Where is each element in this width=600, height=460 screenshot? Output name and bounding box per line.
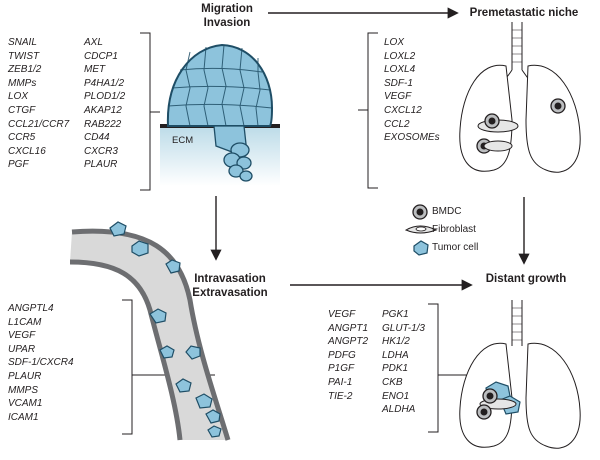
gene-label: P1GF <box>328 363 355 375</box>
distant-growth-cells <box>476 381 521 420</box>
migration-genes-col1: SNAIL TWIST ZEB1/2 MMPs LOX CTGF CCL21/C… <box>8 36 69 172</box>
gene-label: CKB <box>382 376 403 388</box>
intravasation-genes: ANGPTL4 L1CAM VEGF UPAR SDF-1/CXCR4 PLAU… <box>8 302 74 424</box>
gene-label: VEGF <box>328 309 356 320</box>
gene-label: CXCL16 <box>8 145 46 157</box>
gene-label: TIE-2 <box>328 390 353 402</box>
tumor-cell-icon <box>413 240 429 256</box>
blood-vessel <box>69 221 231 441</box>
legend-label: BMDC <box>432 206 462 217</box>
gene-label: ZEB1/2 <box>8 64 42 76</box>
migration-genes-col2: AXL CDCP1 MET P4HA1/2 PLOD1/2 AKAP12 RAB… <box>84 36 125 172</box>
gene-label: PDK1 <box>382 363 409 375</box>
gene-label: EXOSOMEs <box>384 132 440 144</box>
distant-bracket <box>428 303 439 433</box>
gene-label: ANGPTL4 <box>8 303 54 314</box>
title-extravasation: Extravasation <box>192 287 268 299</box>
gene-label: CCR5 <box>8 132 36 144</box>
gene-label: CD44 <box>84 132 110 144</box>
gene-label: MET <box>84 64 106 76</box>
gene-label: MMPS <box>8 384 38 396</box>
legend-label: Fibroblast <box>432 224 476 235</box>
legend-icons <box>404 204 438 256</box>
gene-label: P4HA1/2 <box>84 77 125 89</box>
gene-label: PDFG <box>328 349 356 361</box>
gene-label: GLUT-1/3 <box>382 322 425 334</box>
gene-label: VEGF <box>8 330 36 342</box>
gene-label: LDHA <box>382 349 409 361</box>
migration-bracket <box>140 32 151 191</box>
gene-label: LOXL2 <box>384 50 416 62</box>
intravasation-bracket <box>122 299 133 435</box>
gene-label: AKAP12 <box>84 104 122 116</box>
gene-label: UPAR <box>8 343 36 355</box>
title-migration-invasion: Migration Invasion <box>188 2 266 30</box>
gene-label: CXCR3 <box>84 145 118 157</box>
title-intravasation-extravasation: Intravasation Extravasation <box>176 272 284 300</box>
gene-label: LOX <box>8 91 29 103</box>
gene-label: ALDHA <box>382 404 416 416</box>
gene-label: PGK1 <box>382 309 409 320</box>
premetastatic-bracket <box>367 32 378 189</box>
gene-label: ANGPT2 <box>328 336 369 348</box>
right-lung <box>525 64 581 173</box>
distant-genes-col2: PGK1 GLUT-1/3 HK1/2 LDHA PDK1 CKB ENO1 A… <box>382 308 425 417</box>
title-migration: Migration <box>201 3 253 15</box>
gene-label: CCL2 <box>384 118 410 130</box>
lungs-distant <box>459 300 581 449</box>
gene-label: VEGF <box>384 91 412 103</box>
tumor-mass <box>160 43 280 186</box>
gene-label: PAI-1 <box>328 376 353 388</box>
gene-label: CTGF <box>8 104 36 116</box>
legend-label: Tumor cell <box>432 242 479 253</box>
gene-label: SNAIL <box>8 37 37 48</box>
right-lung <box>525 342 581 449</box>
gene-label: L1CAM <box>8 316 42 328</box>
invading-cells <box>213 125 253 182</box>
gene-label: CDCP1 <box>84 50 118 62</box>
distant-genes-col1: VEGF ANGPT1 ANGPT2 PDFG P1GF PAI-1 TIE-2 <box>328 308 368 403</box>
ecm-label: ECM <box>172 135 194 146</box>
premetastatic-genes: LOX LOXL2 LOXL4 SDF-1 VEGF CXCL12 CCL2 E… <box>384 36 440 145</box>
fibroblast-icon <box>404 225 438 234</box>
premetastatic-cells <box>476 98 566 154</box>
gene-label: VCAM1 <box>8 398 43 410</box>
gene-label: HK1/2 <box>382 336 410 348</box>
gene-label: PLOD1/2 <box>84 91 126 103</box>
gene-label: SDF-1/CXCR4 <box>8 357 74 369</box>
title-distant-growth: Distant growth <box>485 273 567 285</box>
gene-label: ENO1 <box>382 390 410 402</box>
vessel-tumor-cells <box>109 221 222 438</box>
gene-label: TWIST <box>8 50 40 62</box>
gene-label: CCL21/CCR7 <box>8 118 70 130</box>
bmdc-icon <box>412 204 428 220</box>
gene-label: ICAM1 <box>8 411 39 423</box>
gene-label: LOXL4 <box>384 64 416 76</box>
gene-label: AXL <box>84 37 103 48</box>
gene-label: PGF <box>8 159 29 171</box>
title-invasion: Invasion <box>203 17 251 29</box>
gene-label: SDF-1 <box>384 77 413 89</box>
gene-label: ANGPT1 <box>328 322 369 334</box>
gene-label: CXCL12 <box>384 104 422 116</box>
gene-label: PLAUR <box>8 370 42 382</box>
gene-label: PLAUR <box>84 159 118 171</box>
gene-label: RAB222 <box>84 118 122 130</box>
gene-label: LOX <box>384 37 405 48</box>
flow-arrows <box>210 7 530 291</box>
title-intravasation: Intravasation <box>194 273 266 285</box>
gene-label: MMPs <box>8 77 37 89</box>
title-premetastatic: Premetastatic niche <box>469 7 579 19</box>
